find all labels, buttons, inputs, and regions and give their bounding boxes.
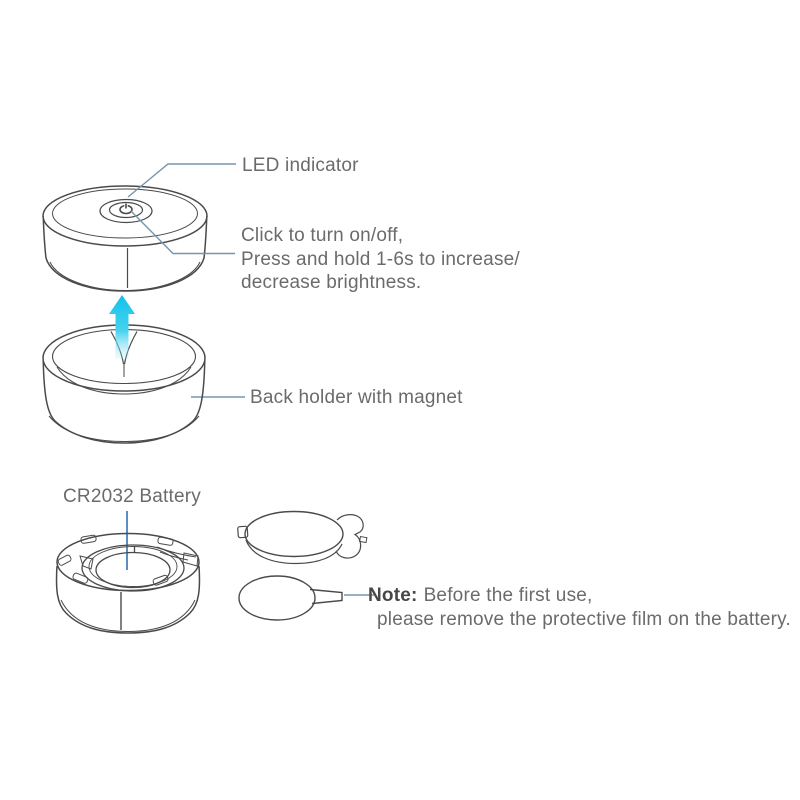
device-top-illustration [42,185,208,292]
note-line2: please remove the protective film on the… [377,608,791,630]
click-instruction-line3: decrease brightness. [241,272,422,293]
click-instructions: Click to turn on/off, Press and hold 1-6… [241,224,520,295]
power-icon [99,198,153,224]
click-instruction-line2: Press and hold 1-6s to increase/ [241,248,520,270]
battery-holder-illustration [55,532,201,634]
led-leader-line [127,163,236,198]
note-text-1: Before the first use, [423,585,593,606]
click-instruction-line1: Click to turn on/off, [241,225,404,246]
battery-label: CR2032 Battery [63,486,201,507]
led-indicator-label: LED indicator [242,155,359,176]
note-title: Note: [368,585,418,606]
note-block: Note:Before the first use, please remove… [368,584,791,631]
up-arrow-icon [109,295,135,359]
note-line1: Note:Before the first use, [368,584,791,608]
back-holder-illustration [42,324,206,444]
back-holder-label: Back holder with magnet [250,387,463,408]
battery-cover-illustration [237,510,368,565]
protective-film-illustration [238,575,343,621]
click-leader-line [130,210,235,255]
